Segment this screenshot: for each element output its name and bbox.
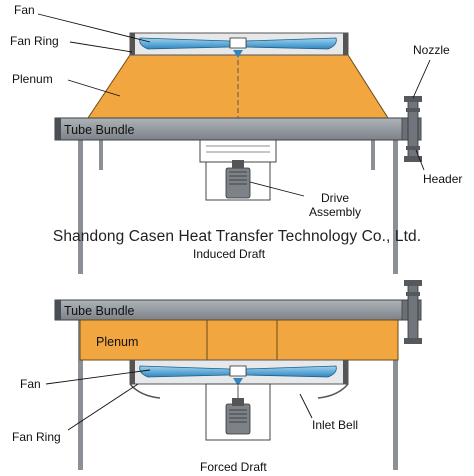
induced-draft-caption: Induced Draft <box>193 247 266 261</box>
plenum-bottom <box>79 319 399 361</box>
fan-ring-label-bottom: Fan Ring <box>12 430 61 444</box>
nozzle-label: Nozzle <box>413 43 450 57</box>
fan-ring-label-top: Fan Ring <box>10 34 59 48</box>
header-label: Header <box>423 172 463 186</box>
support-legs-bottom <box>78 320 398 470</box>
drive-assembly-label-line2: Assembly <box>308 205 361 219</box>
company-name: Shandong Casen Heat Transfer Technology … <box>52 228 422 245</box>
plenum-label-top: Plenum <box>12 72 53 86</box>
fan-label-bottom: Fan <box>20 377 41 391</box>
drive-assembly-label-line1: Drive <box>320 191 349 205</box>
plenum-label-bottom: Plenum <box>96 335 139 349</box>
leader-lines-top <box>37 13 431 197</box>
forced-draft-diagram <box>45 280 422 470</box>
fan-top <box>139 37 337 58</box>
leader-lines-bottom <box>45 369 313 431</box>
drive-assembly-bottom <box>205 383 271 441</box>
support-legs-top <box>78 140 398 274</box>
header-nozzle-bottom <box>404 280 422 344</box>
fan-label-top: Fan <box>14 3 35 17</box>
fan-bottom <box>139 365 337 386</box>
drive-assembly-top <box>199 139 277 201</box>
drive-assembly-label: Drive Assembly <box>300 191 370 219</box>
tube-bundle-label-top: Tube Bundle <box>64 123 135 137</box>
inlet-bell-label: Inlet Bell <box>312 418 359 432</box>
tube-bundle-label-bottom: Tube Bundle <box>64 304 135 318</box>
induced-draft-diagram <box>37 13 431 274</box>
forced-draft-caption: Forced Draft <box>200 460 267 474</box>
